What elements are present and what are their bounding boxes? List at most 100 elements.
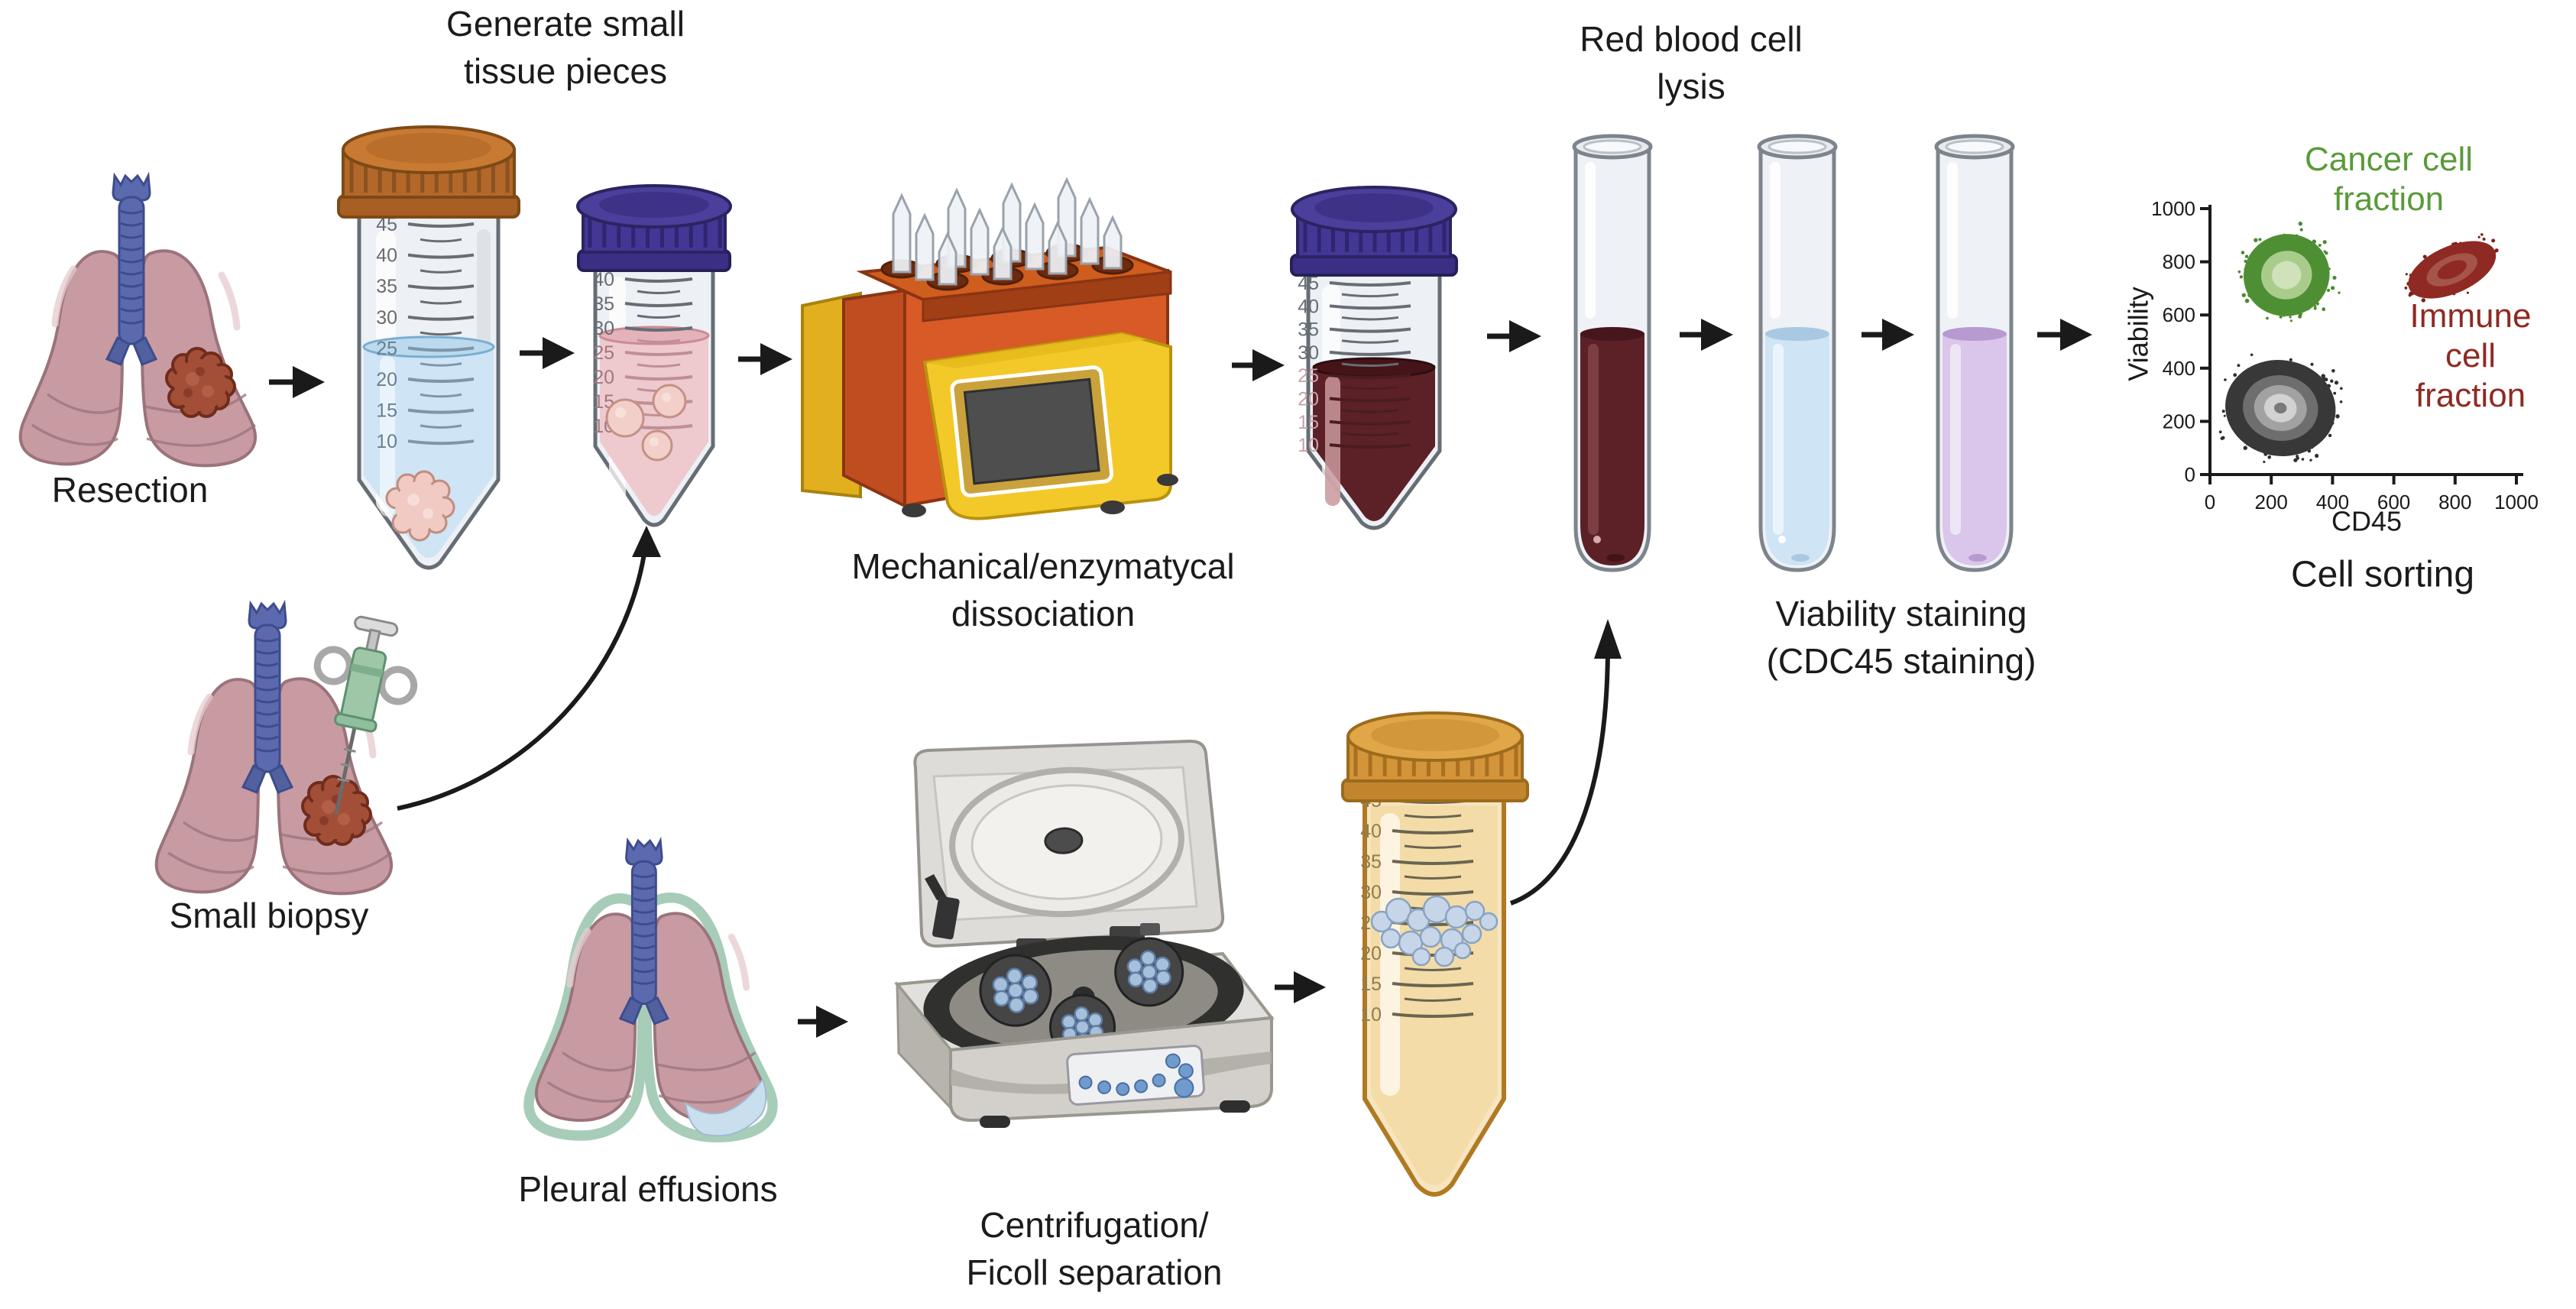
graduation-minor-line <box>1341 316 1399 321</box>
graduation-label: 30 <box>593 318 614 339</box>
cluster-contour <box>2272 261 2302 290</box>
x-tick-label: 1000 <box>2494 491 2539 514</box>
y-tick-label: 800 <box>2163 251 2195 274</box>
y-tick-label: 400 <box>2163 357 2195 380</box>
graduation-minor-line <box>420 424 462 429</box>
graduation-line <box>407 346 475 352</box>
scatter-dot <box>2244 298 2250 303</box>
graduation-line <box>407 377 475 383</box>
graduation-line <box>1329 350 1411 356</box>
scatter-dot <box>2331 286 2335 290</box>
scatter-dot <box>2313 306 2317 310</box>
panel-button <box>1097 1080 1112 1094</box>
sample-tube-top <box>1008 996 1026 1013</box>
scatter-dot <box>2296 455 2299 458</box>
graduation-line <box>1329 304 1411 310</box>
graduation-minor-line <box>637 363 681 368</box>
scatter-dot <box>2482 237 2486 241</box>
graduation-minor-line <box>637 290 681 294</box>
scatter-dot <box>2301 458 2305 461</box>
scatter-dot <box>2322 240 2327 245</box>
sample-tube-top <box>1140 950 1156 967</box>
caption-viability-staining: Viability staining (CDC45 staining) <box>1766 593 2036 681</box>
graduation-label: 20 <box>1360 943 1382 964</box>
graduation-line <box>1392 982 1474 987</box>
graduation-label: 20 <box>593 367 614 388</box>
panel-button <box>1152 1073 1166 1087</box>
graduation-line <box>624 277 693 283</box>
graduation-line <box>407 439 475 446</box>
dissociation-tube <box>1103 215 1123 270</box>
sample-tube-top <box>1074 1019 1090 1035</box>
graduation-minor-line <box>420 362 462 367</box>
graduation-minor-line <box>1341 293 1399 298</box>
graduation-label: 30 <box>1298 342 1319 364</box>
scatter-dot <box>2338 291 2341 294</box>
scatter-dot <box>2404 286 2408 290</box>
graduation-label: 30 <box>376 307 397 329</box>
scatter-dot <box>2331 368 2335 373</box>
scatter-dot <box>2221 436 2225 440</box>
scatter-dot <box>2309 458 2312 462</box>
biopsy-needle-icon <box>313 615 418 815</box>
x-tick-label: 0 <box>2205 491 2215 514</box>
y-tick-label: 200 <box>2163 410 2195 433</box>
scatter-dot <box>2263 460 2266 464</box>
scatter-dot <box>2250 353 2254 357</box>
y-tick-label: 0 <box>2185 463 2195 486</box>
touchscreen <box>950 365 1114 497</box>
caption-resection: Resection <box>51 469 209 510</box>
graduation-line <box>624 375 693 381</box>
graduation-minor-line <box>637 314 681 319</box>
scatter-dot <box>2299 228 2303 232</box>
cluster-cancer-cell-fraction <box>2237 222 2341 322</box>
biopsy-lungs <box>157 604 391 893</box>
graduation-minor-line <box>637 339 681 343</box>
effusion-fluid <box>684 1077 767 1137</box>
graduation-label: 40 <box>376 245 397 267</box>
scatter-dot <box>2289 319 2292 322</box>
graduation-label: 20 <box>1298 389 1319 410</box>
x-tick-label: 200 <box>2255 491 2288 514</box>
pleural-lungs <box>529 841 773 1137</box>
graduation-minor-line <box>1341 385 1399 390</box>
panel-button <box>1134 1079 1149 1094</box>
graduation-line <box>1329 374 1411 380</box>
scatter-dot <box>2340 387 2343 390</box>
scatter-dot <box>2244 254 2249 258</box>
tube-cap-ficoll <box>1341 711 1529 802</box>
scatter-dot <box>2421 298 2425 303</box>
resection-lungs <box>21 176 255 465</box>
scatter-dot <box>2243 446 2247 450</box>
graduation-label: 15 <box>1360 974 1382 995</box>
graduation-minor-line <box>1404 967 1462 971</box>
cancer-fraction-label: Cancer cell fraction <box>2304 141 2474 218</box>
graduation-line <box>1329 420 1411 426</box>
y-tick-label: 1000 <box>2151 197 2195 220</box>
y-tick-label: 600 <box>2163 303 2195 326</box>
sample-tube-top <box>1061 1014 1077 1030</box>
sample-tube-top <box>1127 971 1144 988</box>
scatter-dot <box>2266 316 2269 320</box>
graduation-label: 20 <box>376 369 397 390</box>
scatter-dot <box>2224 378 2227 381</box>
dissociation-tube <box>892 193 912 274</box>
dissociator-tubes <box>880 177 1134 291</box>
y-axis-label: Viability <box>2122 287 2154 381</box>
sample-tube-top <box>1155 969 1171 986</box>
tube-cap-navy <box>1290 186 1458 277</box>
x-tick-label: 400 <box>2316 491 2349 514</box>
scatter-dot <box>2237 270 2241 274</box>
scatter-dot <box>2332 275 2337 280</box>
panel-button <box>1116 1082 1130 1097</box>
sample-tube-top <box>1021 974 1039 991</box>
scatter-dot <box>2318 244 2322 248</box>
panel-button <box>1178 1063 1194 1079</box>
rotor <box>923 935 1244 1064</box>
caption-cell-sorting: Cell sorting <box>2290 554 2475 595</box>
